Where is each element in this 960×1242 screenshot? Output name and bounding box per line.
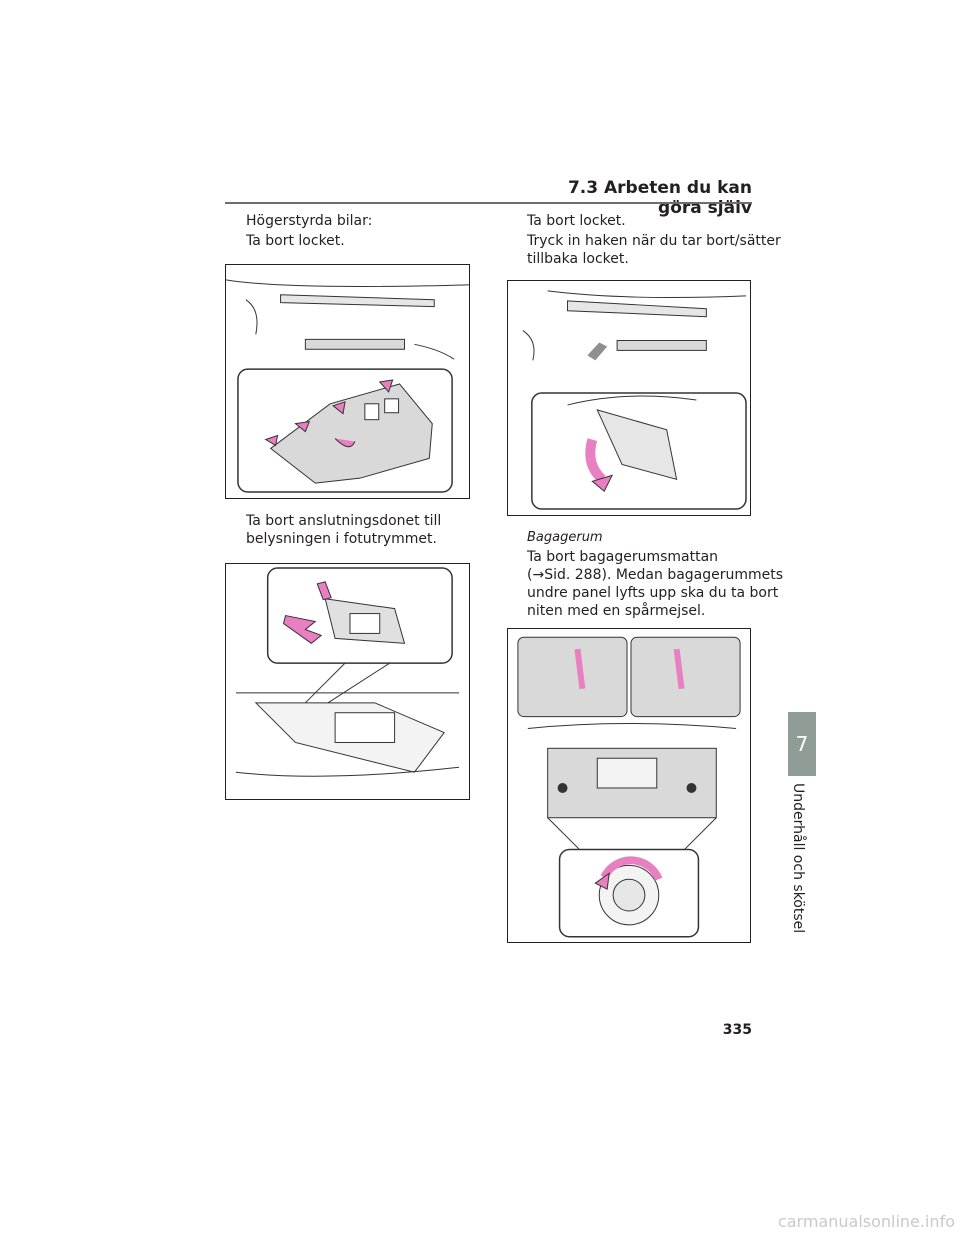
- right-step2-line2: tillbaka locket.: [527, 251, 629, 267]
- chapter-tab: 7: [788, 712, 816, 776]
- right-step3-line3: undre panel lyfts upp ska du ta bort: [527, 585, 779, 601]
- right-step1-text: Ta bort locket.: [527, 213, 626, 229]
- page-number: 335: [722, 1022, 752, 1038]
- right-step3-line1: Ta bort bagagerumsmattan: [527, 549, 719, 565]
- hook-illustration: [522, 290, 747, 510]
- section-label-bagagerum: Bagagerum: [527, 530, 603, 545]
- chapter-label: Underhåll och skötsel: [790, 783, 806, 934]
- left-step1-text: Ta bort locket.: [246, 233, 345, 249]
- figure-cover-removal: [225, 264, 470, 499]
- figure-trunk-panel: [507, 628, 751, 943]
- connector-illustration: [235, 567, 460, 777]
- trunk-illustration: [517, 636, 741, 938]
- figure-hook-press: [507, 280, 751, 516]
- cover-illustration: [226, 279, 469, 493]
- watermark: carmanualsonline.info: [777, 1212, 955, 1231]
- left-step2-line2: belysningen i fotutrymmet.: [246, 531, 437, 547]
- intro-label: Högerstyrda bilar:: [246, 213, 373, 229]
- figure-connector-removal: [225, 563, 470, 800]
- right-step3-line2: (→Sid. 288). Medan bagagerummets: [527, 567, 784, 583]
- right-step3-line4: niten med en spårmejsel.: [527, 603, 706, 619]
- left-step2-line1: Ta bort anslutningsdonet till: [246, 513, 442, 529]
- header-rule: [225, 202, 752, 204]
- right-step2-line1: Tryck in haken när du tar bort/sätter: [527, 233, 781, 249]
